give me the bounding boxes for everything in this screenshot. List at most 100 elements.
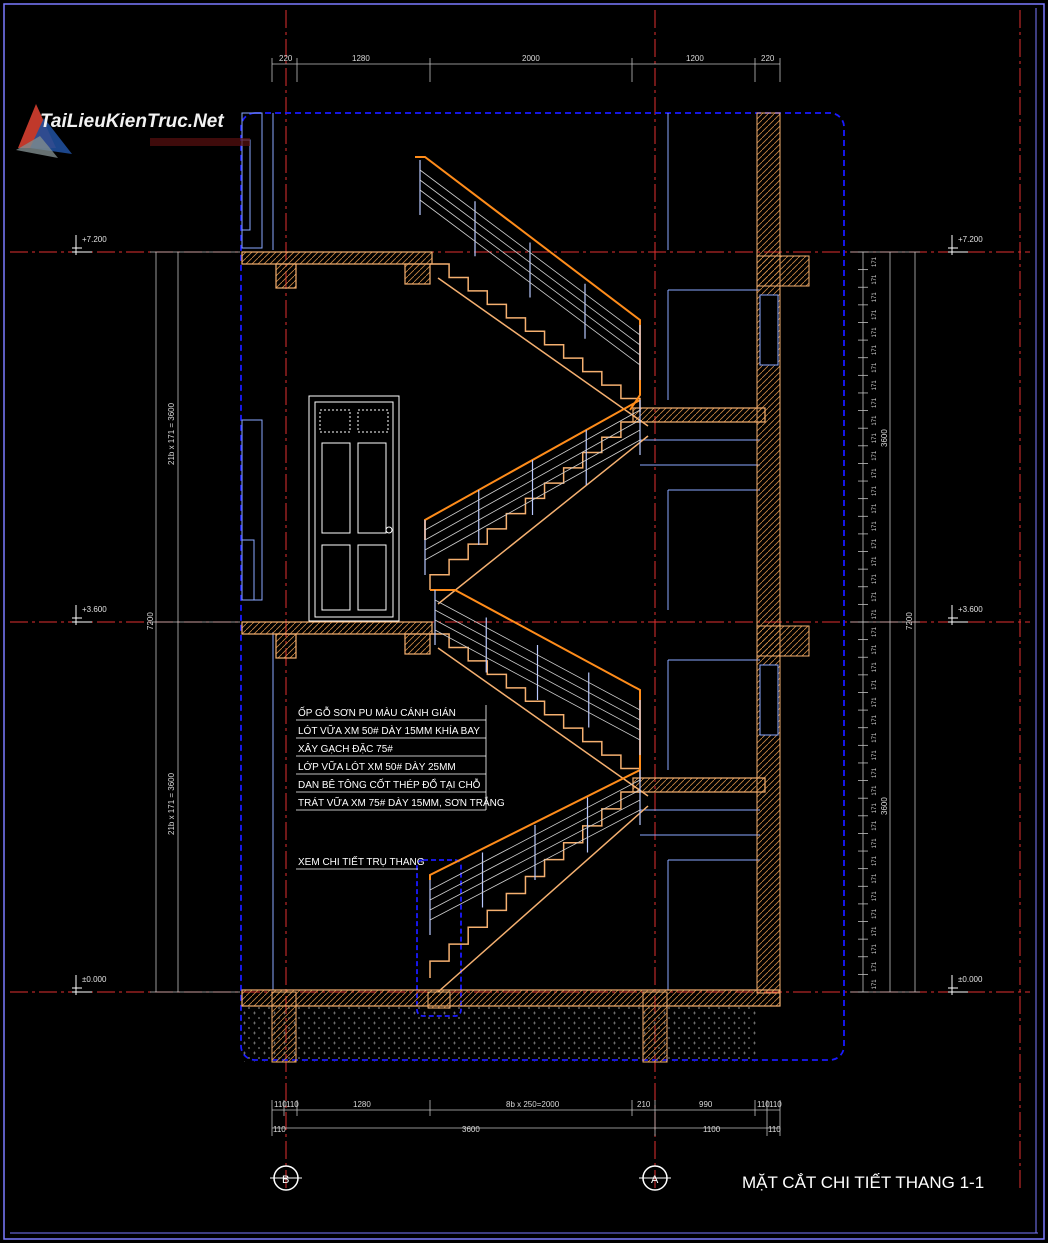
right-wall [756,112,810,994]
step-label-39: 171 [872,943,878,954]
watermark: TaiLieuKienTruc.Net [16,104,250,158]
step-label-37: 171 [872,908,878,919]
step-label-6: 171 [872,362,878,373]
step-label-33: 171 [872,838,878,849]
rail-bar-1-2 [424,419,641,541]
rail-bar-3-1 [429,779,641,891]
axis-label-b: B [282,1174,289,1186]
flight-3-steps [430,633,641,782]
bottom-dim-5: 210 [637,1100,651,1109]
rail-bar-1-1 [424,409,641,531]
step-label-31: 171 [872,803,878,814]
step-label-22: 171 [872,644,878,655]
bottom-dim-4: 8b x 250=2000 [506,1100,560,1109]
bottom-dim-6: 990 [699,1100,713,1109]
detail-note: XEM CHI TIẾT TRỤ THANG [298,855,425,868]
stair-flights [429,263,649,993]
rail-bar-2-1 [434,599,641,711]
step-label-8: 171 [872,397,878,408]
step-label-12: 171 [872,468,878,479]
right-dim-total: 7200 [905,612,914,630]
top-dim-1: 220 [279,54,293,63]
bottom-dimension-lines [271,1100,781,1136]
step-label-21: 171 [872,626,878,637]
rail-bar-0-4 [419,199,641,366]
step-label-28: 171 [872,750,878,761]
step-label-15: 171 [872,521,878,532]
step-label-13: 171 [872,485,878,496]
step-label-1: 171 [872,274,878,285]
step-label-35: 171 [872,873,878,884]
axis-marker-b: B [270,1165,302,1191]
bottom-dim-11: 1100 [703,1125,721,1134]
left-dim-lower: 21b x 171 = 3600 [167,772,176,835]
rail-bar-2-4 [434,629,641,741]
top-dim-4: 1200 [686,54,704,63]
rail-bar-3-4 [429,809,641,921]
bottom-dim-7: 110 [757,1100,770,1109]
wall-lines [241,112,760,990]
step-label-7: 171 [872,380,878,391]
step-label-0: 171 [872,256,878,267]
step-label-3: 171 [872,309,878,320]
step-label-17: 171 [872,556,878,567]
step-label-11: 171 [872,450,878,461]
right-step-ticks: 171 171 171 171 171 171 171 171 171 171 171 171 171 1… [858,251,878,993]
step-label-4: 171 [872,327,878,338]
level-base-right: ±0.000 [958,975,983,984]
step-label-34: 171 [872,855,878,866]
note-1: ỐP GỖ SƠN PU MÀU CÁNH GIÁN [298,705,456,719]
rail-bar-3-3 [429,799,641,911]
axis-marker-a: A [639,1165,671,1191]
step-label-25: 171 [872,697,878,708]
step-label-23: 171 [872,662,878,673]
notes-leader [296,705,487,870]
flight-2-soffit [437,435,649,605]
drawing-title: MẶT CẮT CHI TIẾT THANG 1-1 [742,1173,984,1192]
step-label-5: 171 [872,344,878,355]
step-label-29: 171 [872,767,878,778]
level-markers [72,235,968,995]
level-base-left: ±0.000 [82,975,107,984]
step-label-38: 171 [872,926,878,937]
flight-1-soffit [437,277,649,427]
foundation [242,991,757,1063]
rail-bar-1-3 [424,429,641,551]
step-label-26: 171 [872,714,878,725]
bottom-dim-2: 110 [286,1100,299,1109]
step-label-9: 171 [872,415,878,426]
door [308,395,400,622]
flight-4-soffit [437,805,649,993]
rail-bar-1-4 [424,439,641,561]
flight-2-steps [429,421,640,590]
step-label-36: 171 [872,891,878,902]
left-dim-total: 7200 [146,612,155,630]
step-label-27: 171 [872,732,878,743]
step-label-18: 171 [872,573,878,584]
step-label-41: 171 [872,979,878,990]
bottom-dim-9: 110 [273,1125,286,1134]
step-label-24: 171 [872,679,878,690]
tlkt-logo-icon [16,104,72,158]
step-label-20: 171 [872,609,878,620]
outer-frame [3,3,1045,1240]
level-top-right: +7.200 [958,235,983,244]
top-dim-2: 1280 [352,54,370,63]
bottom-dim-1: 110 [274,1100,287,1109]
note-3: XÂY GẠCH ĐẶC 75# [298,742,393,755]
balusters [419,160,641,935]
rail-bar-0-2 [419,179,641,346]
rail-bar-2-2 [434,609,641,721]
rail-bar-0-3 [419,189,641,356]
bottom-dim-8: 110 [769,1100,782,1109]
left-dim-upper: 21b x 171 = 3600 [167,402,176,465]
watermark-text: TaiLieuKienTruc.Net [40,111,224,132]
note-5: DAN BÊ TÔNG CỐT THÉP ĐỔ TẠI CHỖ [298,777,481,791]
level-mid-right: +3.600 [958,605,983,614]
axis-label-a: A [651,1174,659,1186]
level-mid-left: +3.600 [82,605,107,614]
rail-bar-2-3 [434,619,641,731]
rail-bar-3-2 [429,789,641,901]
top-dimension-lines [271,58,781,82]
